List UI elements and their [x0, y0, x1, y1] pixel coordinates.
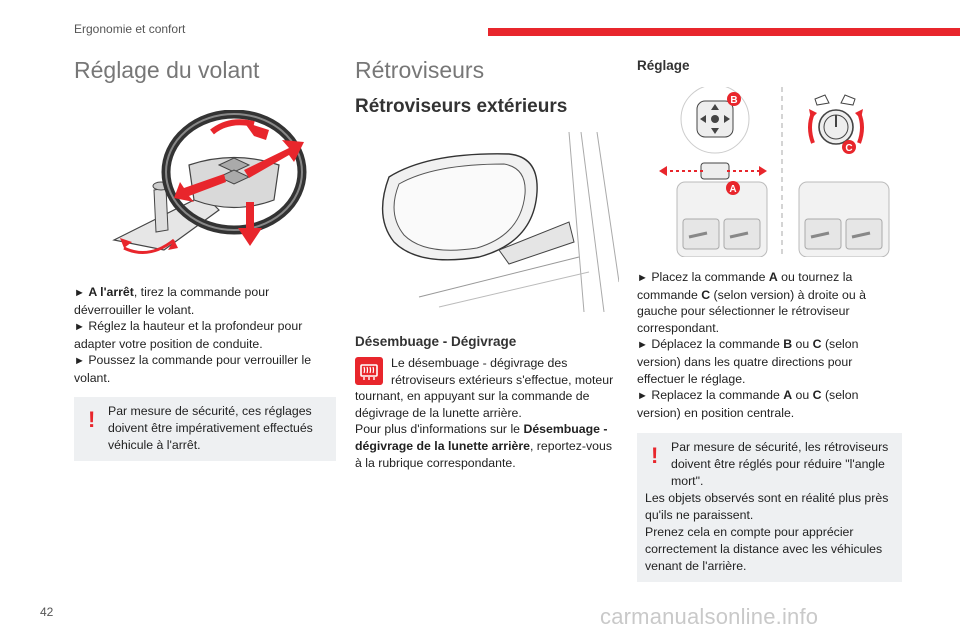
steering-warning-text: Par mesure de sécurité, ces réglages doi…: [108, 403, 313, 452]
demist-heading: Désembuage - Dégivrage: [355, 334, 517, 349]
steering-step-2: ► Réglez la hauteur et la profondeur pou…: [74, 319, 303, 351]
adjustment-step-2: ► Déplacez la commande B ou C (selon ver…: [637, 337, 859, 386]
bullet-arrow-icon: ►: [637, 390, 648, 403]
mirror-adjustment-column: Réglage B A: [637, 58, 902, 583]
steering-wheel-illustration: [94, 110, 336, 260]
label-a: A: [729, 184, 736, 195]
mirror-controls-diagram: B A C: [647, 87, 902, 257]
exterior-mirror-illustration: [359, 132, 620, 312]
mirror-warning-box: ! Par mesure de sécurité, les rétroviseu…: [637, 433, 902, 583]
mirror-warning-line-2: Les objets observés sont en réalité plus…: [645, 491, 889, 523]
bullet-arrow-icon: ►: [637, 272, 648, 284]
steering-section-title: Réglage du volant: [74, 57, 260, 83]
steering-warning-box: ! Par mesure de sécurité, ces réglages d…: [74, 396, 336, 461]
exterior-mirrors-subtitle: Rétroviseurs extérieurs: [355, 96, 568, 117]
warning-icon: !: [88, 406, 96, 432]
label-c: C: [845, 143, 852, 154]
bullet-arrow-icon: ►: [637, 339, 648, 352]
header-accent-bar: [488, 28, 960, 36]
mirror-warning-line-3: Prenez cela en compte pour apprécier cor…: [645, 525, 883, 574]
rear-defrost-icon: [355, 357, 383, 385]
mirrors-column: Rétroviseurs Rétroviseurs extérieurs Dés…: [355, 56, 620, 471]
demist-block: Le désembuage - dégivrage des rétroviseu…: [355, 355, 620, 471]
steering-instructions: ► A l'arrêt, tirez la commande pour déve…: [74, 284, 336, 387]
header-section-title: Ergonomie et confort: [74, 22, 186, 36]
mirror-warning-line-1: Par mesure de sécurité, les rétroviseurs…: [671, 440, 889, 489]
steering-wheel-column: Réglage du volant ► A l'arrêt: [74, 56, 336, 461]
adjustment-heading: Réglage: [637, 58, 690, 73]
steering-step-3: ► Poussez la commande pour verrouiller l…: [74, 353, 312, 385]
demist-text-2: Pour plus d'informations sur le Désembua…: [355, 422, 612, 470]
steering-step-1: ► A l'arrêt, tirez la commande pour déve…: [74, 285, 270, 317]
page-number: 42: [40, 605, 54, 619]
bullet-arrow-icon: ►: [74, 355, 85, 368]
label-b: B: [730, 95, 737, 106]
bullet-arrow-icon: ►: [74, 321, 85, 334]
adjustment-step-1: ► Placez la commande A ou tournez la com…: [637, 270, 866, 335]
adjustment-step-3: ► Replacez la commande A ou C (selon ver…: [637, 388, 859, 420]
bullet-arrow-icon: ►: [74, 287, 85, 299]
adjustment-instructions: ► Placez la commande A ou tournez la com…: [637, 269, 902, 421]
warning-icon: !: [651, 443, 659, 469]
mirrors-section-title: Rétroviseurs: [355, 57, 485, 83]
demist-text-1: Le désembuage - dégivrage des rétroviseu…: [355, 356, 614, 420]
watermark: carmanualsonline.info: [600, 604, 819, 629]
